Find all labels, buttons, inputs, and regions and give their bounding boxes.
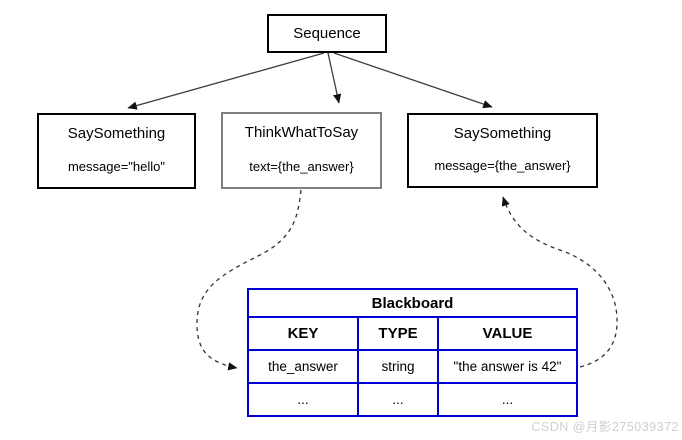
cell-value: "the answer is 42" (439, 351, 576, 384)
cell-type-ellipsis: ... (359, 384, 439, 415)
cell-key-ellipsis: ... (249, 384, 359, 415)
column-header-value: VALUE (439, 318, 576, 351)
node-saysomething-hello: SaySomething message="hello" (37, 113, 196, 189)
tree-edges (127, 52, 493, 110)
blackboard-title: Blackboard (249, 290, 576, 318)
blackboard-table: Blackboard KEY TYPE VALUE the_answer str… (247, 288, 578, 417)
node-attribute: message={the_answer} (434, 157, 571, 173)
edge-sequence-to-saysomething-1 (127, 52, 325, 110)
node-sequence: Sequence (267, 14, 387, 53)
node-title: SaySomething (453, 125, 552, 142)
node-sequence-label: Sequence (293, 25, 361, 42)
edge-sequence-to-saysomething-2 (333, 52, 493, 109)
cell-type: string (359, 351, 439, 384)
node-title: SaySomething (67, 125, 166, 142)
column-header-type: TYPE (359, 318, 439, 351)
cell-value-ellipsis: ... (501, 392, 514, 407)
edge-sequence-to-thinkwhattosay (327, 52, 342, 104)
node-attribute: text={the_answer} (249, 158, 354, 174)
node-saysomething-answer: SaySomething message={the_answer} (407, 113, 598, 188)
column-header-key: KEY (249, 318, 359, 351)
watermark: CSDN @月影275039372 (531, 420, 679, 434)
node-attribute: message="hello" (67, 158, 166, 174)
node-title: ThinkWhatToSay (244, 124, 359, 141)
cell-key: the_answer (249, 351, 359, 384)
node-thinkwhattosay: ThinkWhatToSay text={the_answer} (221, 112, 382, 189)
